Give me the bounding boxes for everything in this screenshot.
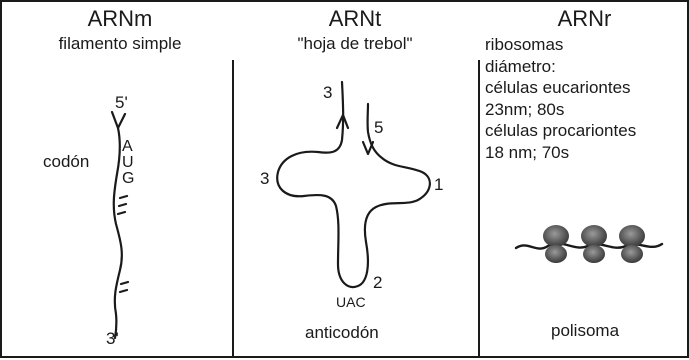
arnt-subtitle: "hoja de trebol" bbox=[297, 34, 413, 53]
arnr-line: células procariontes bbox=[485, 121, 637, 141]
arnt-caption: anticodón bbox=[305, 323, 379, 342]
ribosome bbox=[543, 225, 569, 263]
polysome-caption: polisoma bbox=[551, 321, 620, 340]
arnr-title: ARNr bbox=[557, 6, 612, 31]
arnt-title: ARNt bbox=[328, 6, 382, 31]
arnr-line: diámetro: bbox=[485, 56, 556, 76]
arnr-description: ribosomas diámetro: células eucariontes … bbox=[485, 34, 636, 164]
arnt-arm-right-label: 1 bbox=[434, 175, 444, 194]
arnm-base-u: U bbox=[122, 154, 134, 171]
arnr-line: células eucariontes bbox=[485, 78, 631, 98]
arnm-subtitle: filamento simple bbox=[58, 34, 182, 53]
arnr-line: 23nm; 80s bbox=[485, 99, 565, 119]
arnm-base-g: G bbox=[122, 170, 135, 187]
arnm-title: ARNm bbox=[87, 6, 153, 31]
column-divider bbox=[478, 60, 480, 358]
arnt-arm-entry-label: 5 bbox=[374, 118, 384, 137]
column-divider bbox=[232, 60, 234, 358]
arnt-arm-left-label: 3 bbox=[260, 169, 270, 188]
arnr-line: 18 nm; 70s bbox=[485, 142, 570, 162]
ribosome bbox=[581, 225, 607, 263]
ribosome bbox=[619, 225, 645, 263]
arnr-line: ribosomas bbox=[485, 35, 564, 54]
arnm-codon-label: codón bbox=[43, 152, 90, 171]
arnt-anticodon-bases: UAC bbox=[336, 294, 366, 310]
arnt-arm-top-label: 3 bbox=[323, 83, 333, 102]
arnt-arm-bottom-label: 2 bbox=[373, 273, 383, 292]
arnm-5-prime-label: 5' bbox=[115, 93, 128, 112]
arnm-base-a: A bbox=[122, 138, 133, 155]
